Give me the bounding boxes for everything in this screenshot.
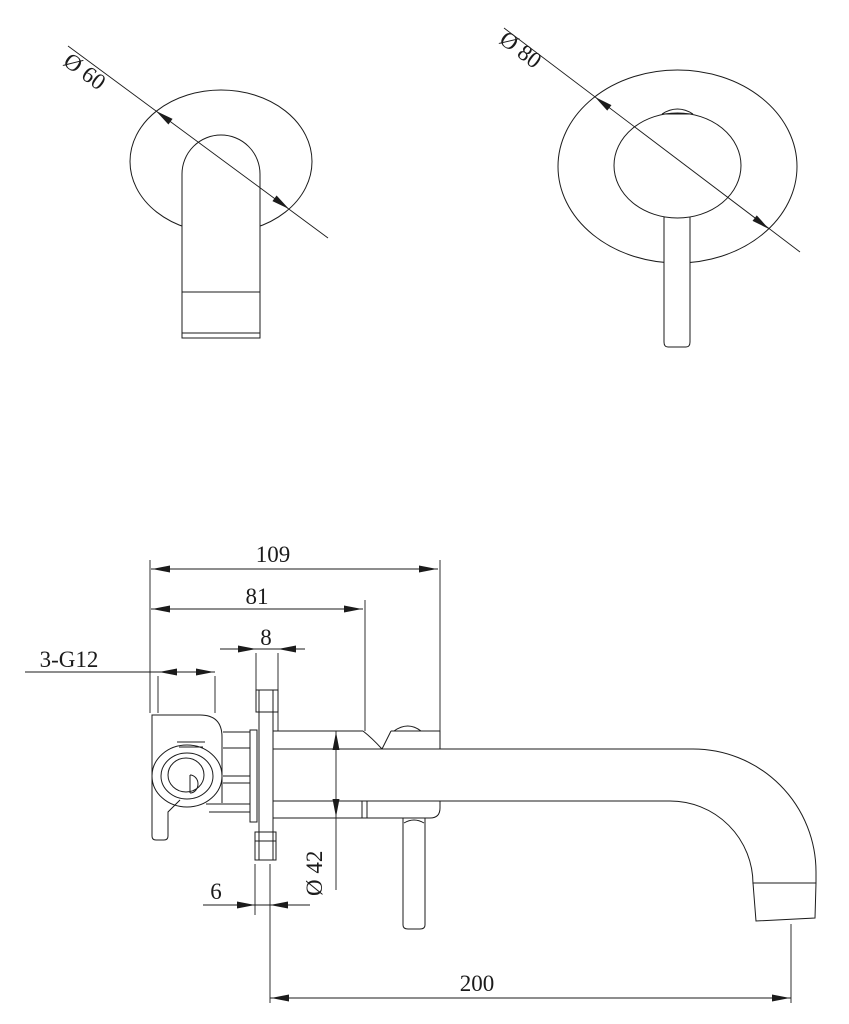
spout-side-outline <box>273 748 817 922</box>
handle-cap-button <box>661 108 694 115</box>
side-view: 109 81 8 3-G12 Ø 42 6 200 <box>25 542 817 1003</box>
wall-plate-and-flange <box>249 689 279 861</box>
dim-label-inlet-threads: 3-G12 <box>40 647 99 672</box>
dim-label-body-depth: 81 <box>246 584 269 609</box>
dimension-arrows <box>152 565 790 1002</box>
dim-label-plate-thickness: 6 <box>210 879 222 904</box>
dim-line <box>503 27 801 253</box>
dim-arrow <box>152 565 170 573</box>
dim-arrow <box>271 994 289 1002</box>
handle-hub-circle <box>613 112 742 219</box>
spout-body-outline <box>181 134 261 339</box>
dim-arrow <box>237 901 255 909</box>
dim-arrow <box>238 645 256 653</box>
dim-arrow <box>196 668 214 676</box>
handle-lever-side <box>402 818 426 930</box>
dim-arrow <box>152 605 170 613</box>
cartridge-inner-ellipse <box>167 757 205 793</box>
dim-arrow <box>772 994 790 1002</box>
handle-front-view: Ø 80 <box>495 26 801 348</box>
cartridge-outer-ellipse <box>151 744 223 808</box>
spout-aerator-joint-lines <box>182 291 260 334</box>
dim-arrow <box>272 195 289 209</box>
dim-label-diameter-80: Ø 80 <box>495 26 546 73</box>
dim-arrow <box>159 668 177 676</box>
dim-arrow <box>156 111 173 125</box>
cartridge-mid-ellipse <box>160 752 214 800</box>
dim-label-spout-reach: 200 <box>460 971 495 996</box>
dim-label-sleeve-diameter: Ø 42 <box>302 851 327 896</box>
dim-label-plate-section: 8 <box>260 625 272 650</box>
dim-arrow <box>419 565 437 573</box>
dim-arrow <box>752 215 769 229</box>
dim-arrow <box>278 645 296 653</box>
trim-sleeve-and-handle-base <box>273 725 441 819</box>
dim-arrow <box>332 799 340 817</box>
spout-front-view: Ø 60 <box>59 45 329 339</box>
dimension-and-extension-lines <box>25 560 792 1003</box>
handle-lever <box>663 216 691 348</box>
dim-label-diameter-60: Ø 60 <box>59 48 110 95</box>
cartridge-tab-and-keyway <box>177 741 205 794</box>
valve-body-outline <box>151 714 223 841</box>
dim-arrow <box>595 97 612 111</box>
dim-arrow <box>270 901 288 909</box>
dim-arrow <box>332 732 340 750</box>
dim-arrow <box>344 605 362 613</box>
inlet-connection-stubs <box>206 731 250 813</box>
dim-label-total-depth: 109 <box>256 542 291 567</box>
